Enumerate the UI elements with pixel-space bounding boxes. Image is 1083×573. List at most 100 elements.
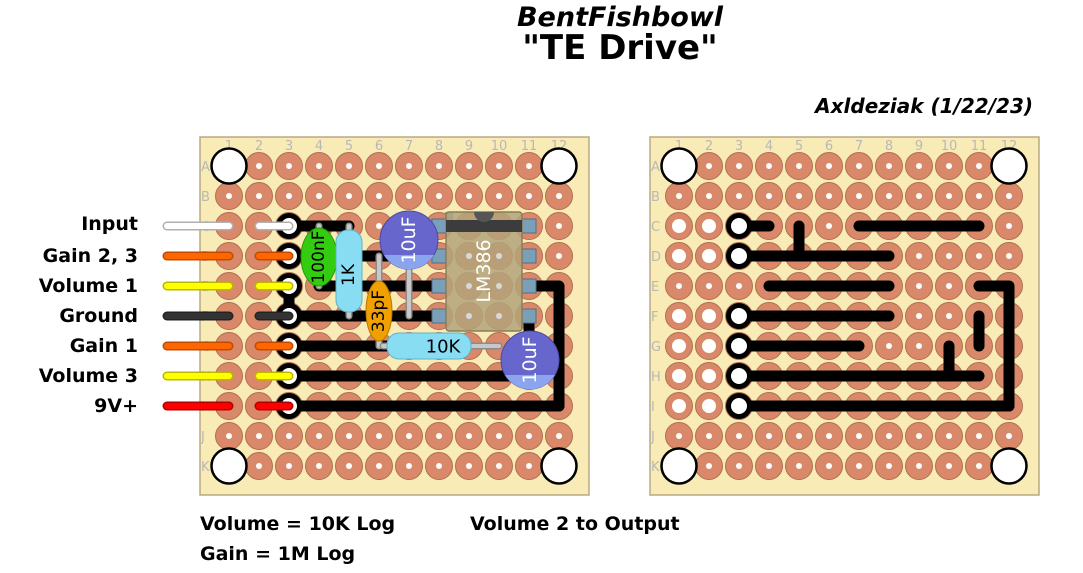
pad-hole [826, 463, 832, 469]
pad-hole [976, 463, 982, 469]
pad-hole [436, 193, 442, 199]
pad-hole [886, 463, 892, 469]
pad-hole [672, 339, 686, 353]
column-label: 5 [345, 139, 353, 154]
pad-hole [676, 193, 682, 199]
capacitor-stripe [384, 255, 434, 270]
pad-hole [796, 433, 802, 439]
solder-ring [726, 213, 752, 239]
pad-hole [376, 223, 382, 229]
pad-hole [286, 193, 292, 199]
pad-hole [496, 433, 502, 439]
row-label: A [651, 160, 660, 175]
pad-hole [826, 163, 832, 169]
pad-hole [946, 193, 952, 199]
pad-hole [916, 313, 922, 319]
pad-hole [256, 433, 262, 439]
pad-hole [1006, 253, 1012, 259]
pad-hole [466, 163, 472, 169]
column-label: 8 [885, 139, 893, 154]
row-label: K [201, 460, 210, 475]
pad-hole [766, 193, 772, 199]
pad-hole [256, 463, 262, 469]
resistor-1k [335, 229, 363, 313]
row-label: F [651, 310, 658, 325]
pad-hole [826, 223, 832, 229]
pad-hole [376, 463, 382, 469]
column-label: 10 [491, 139, 508, 154]
capacitor-33pf [365, 280, 393, 342]
ic-hole [496, 253, 502, 259]
pad-hole [916, 253, 922, 259]
pad-hole [946, 433, 952, 439]
solder-ring [726, 303, 752, 329]
pad-hole [736, 193, 742, 199]
row-label: K [651, 460, 660, 475]
ic-pin1-stripe [446, 220, 522, 232]
wire-label-ground: Ground [59, 305, 138, 327]
pad-hole [556, 193, 562, 199]
electrolytic-capacitor-upper-label: 10uF [398, 216, 420, 263]
ic-pin [431, 308, 447, 324]
ic-pin [431, 278, 447, 294]
pad-hole [706, 163, 712, 169]
ic-notch [474, 212, 494, 222]
pad-hole [556, 223, 562, 229]
resistor-10k-label: 10K [426, 337, 462, 358]
wire-label-9v: 9V+ [94, 395, 138, 417]
pad-hole [766, 433, 772, 439]
electrolytic-capacitor-lower-label: 10uF [519, 336, 541, 383]
wire-label-input: Input [81, 213, 138, 235]
column-label: 4 [315, 139, 323, 154]
project-title: "TE Drive" [522, 28, 718, 68]
column-label: 11 [521, 139, 538, 154]
pad-hole [256, 163, 262, 169]
column-label: 2 [705, 139, 713, 154]
row-label: D [651, 250, 661, 265]
pad-hole [556, 253, 562, 259]
row-label: A [201, 160, 210, 175]
pad-hole [706, 463, 712, 469]
column-label: 3 [735, 139, 743, 154]
ic-hole [496, 313, 502, 319]
pad-hole [376, 433, 382, 439]
column-label: 9 [465, 139, 473, 154]
pad-hole [466, 463, 472, 469]
resistor-1k-label: 1K [339, 263, 359, 286]
row-label: J [650, 430, 655, 445]
resistor-10k [386, 332, 472, 360]
pad-hole [702, 369, 716, 383]
pad-hole [1006, 193, 1012, 199]
ic-hole [466, 283, 472, 289]
pad-hole [316, 193, 322, 199]
pad-hole [946, 283, 952, 289]
pad-hole [916, 463, 922, 469]
pad-hole [436, 463, 442, 469]
column-label: 1 [675, 139, 683, 154]
pad-hole [316, 163, 322, 169]
capacitor-33pf-label: 33pF [369, 290, 389, 332]
note-output: Volume 2 to Output [470, 513, 680, 535]
pad-hole [856, 193, 862, 199]
column-label: 1 [225, 139, 233, 154]
pad-hole [916, 163, 922, 169]
pad-hole [976, 163, 982, 169]
mounting-hole [540, 147, 578, 185]
pad-hole [316, 433, 322, 439]
pad-hole [346, 163, 352, 169]
pad-hole [766, 463, 772, 469]
pad-hole [736, 283, 742, 289]
pad-hole [826, 193, 832, 199]
pad-hole [466, 193, 472, 199]
note-volume-pot: Volume = 10K Log [200, 513, 396, 535]
pad-hole [672, 219, 686, 233]
wire-label-volume-1: Volume 1 [38, 275, 138, 297]
pad-hole [702, 399, 716, 413]
pad-hole [916, 433, 922, 439]
solder-ring [726, 393, 752, 419]
pad-hole [976, 253, 982, 259]
ic-hole [466, 313, 472, 319]
mounting-hole [990, 147, 1028, 185]
ic-label: LM386 [473, 239, 495, 302]
